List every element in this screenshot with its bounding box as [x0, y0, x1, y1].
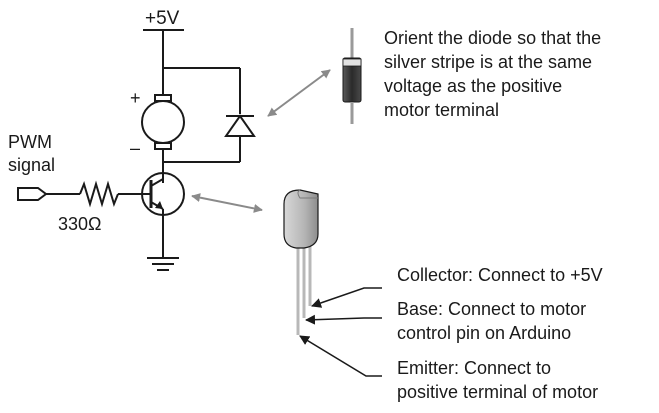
base-pointer: [305, 314, 382, 325]
collector-pointer: [311, 287, 382, 308]
pwm-label-line2: signal: [8, 155, 55, 175]
transistor-double-arrow: [191, 193, 263, 213]
motor-brush-bottom: [154, 142, 172, 150]
motor-plus-label: +: [130, 88, 141, 108]
motor-symbol: [141, 100, 185, 144]
supply-label: +5V: [145, 8, 180, 29]
collector-note: Collector: Connect to +5V: [397, 265, 603, 285]
transistor-collector-line: [150, 178, 164, 187]
diode-silver-stripe: [342, 58, 362, 67]
motor-minus-label: –: [130, 138, 140, 158]
resistor-symbol: [79, 180, 119, 208]
transistor-body: [283, 189, 319, 249]
transistor-flat-face: [297, 189, 318, 199]
emitter-arrow: [155, 201, 163, 209]
diode-symbol-triangle: [224, 114, 256, 137]
base-note: Base: Connect to motor control pin on Ar…: [397, 299, 591, 343]
pwm-input-connector: [17, 187, 48, 201]
resistor-label: 330Ω: [58, 214, 102, 234]
emitter-pointer: [299, 335, 382, 377]
diode-note: Orient the diode so that the silver stri…: [384, 28, 606, 120]
emitter-note: Emitter: Connect to positive terminal of…: [397, 358, 598, 402]
diode-double-arrow: [267, 69, 331, 117]
pwm-label-line1: PWM: [8, 132, 52, 152]
